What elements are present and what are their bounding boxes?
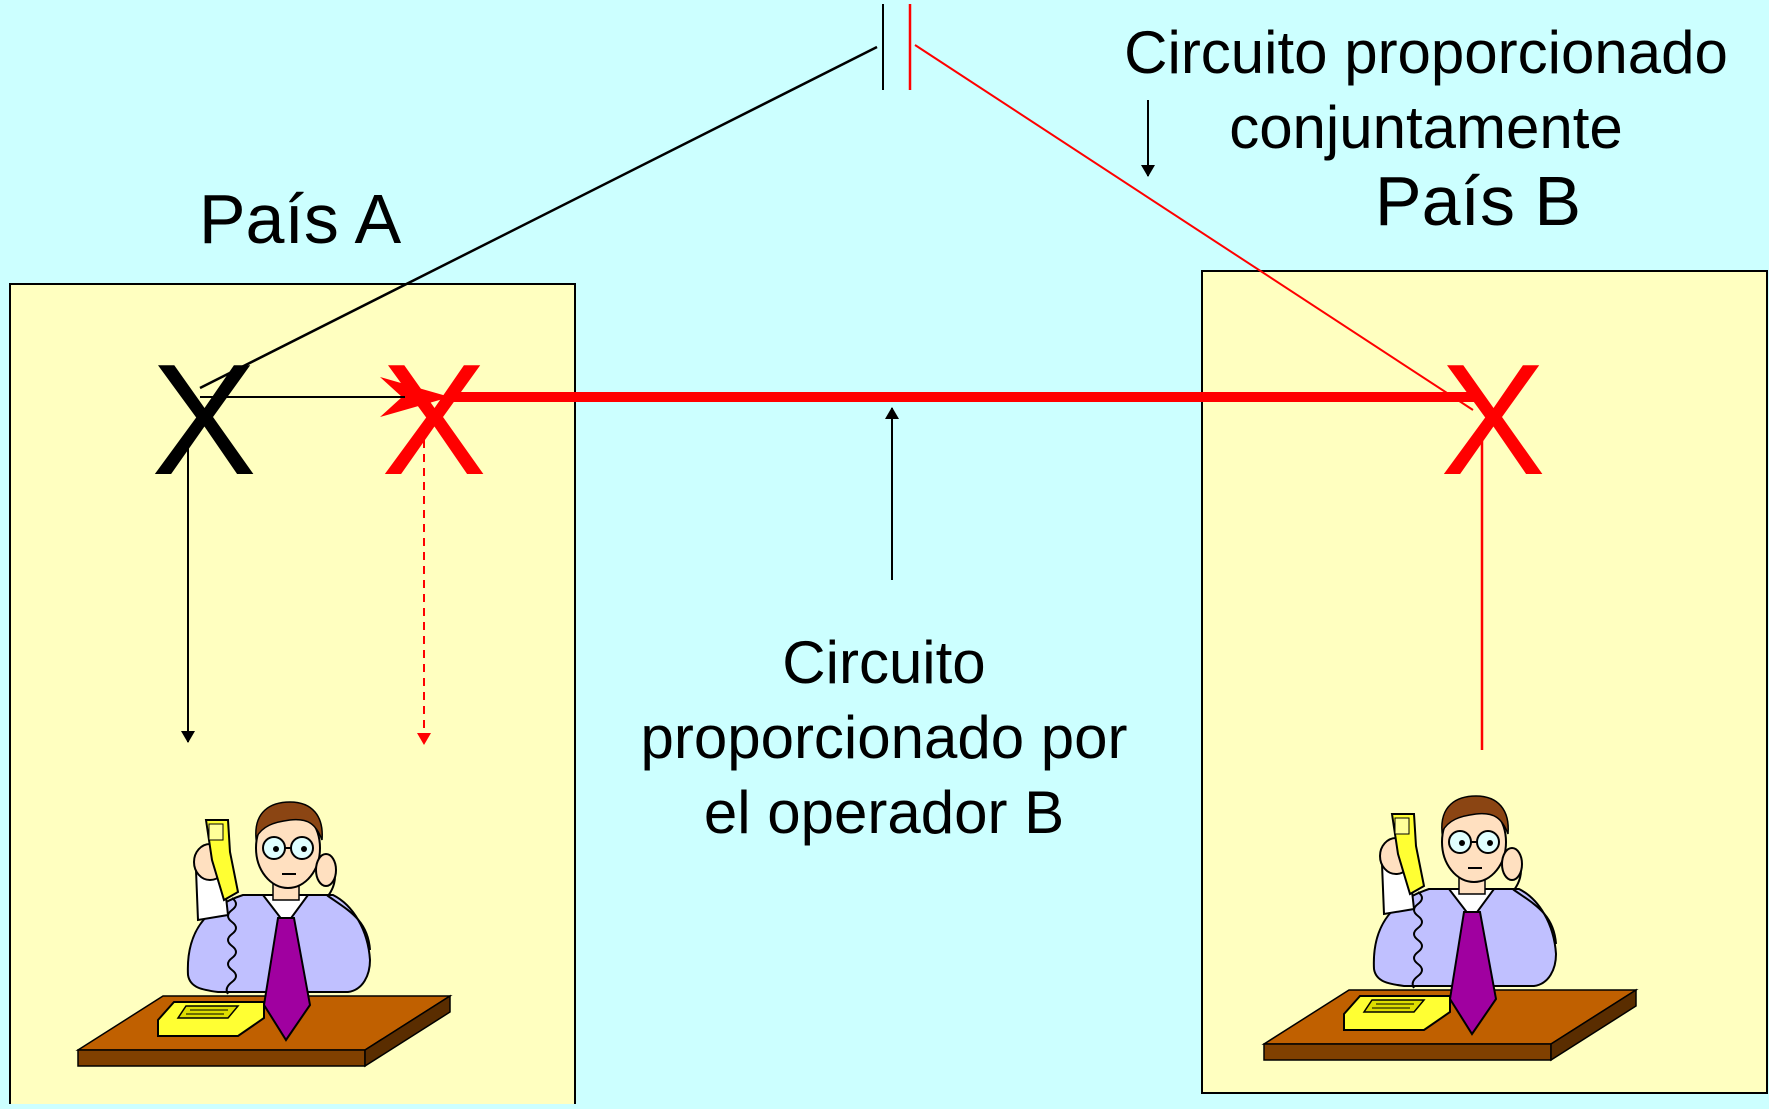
operator-circuit-label-3: el operador B <box>704 779 1064 846</box>
operator-circuit-label-2: proporcionado por <box>640 704 1127 771</box>
operator-circuit-label-1: Circuito <box>782 629 985 696</box>
switch-black-a: X <box>151 332 256 508</box>
switch-red-a: X <box>381 332 486 508</box>
joint-circuit-line-b <box>914 44 1474 411</box>
joint-circuit-line-a <box>199 45 878 390</box>
joint-circuit-label-2: conjuntamente <box>1229 94 1623 161</box>
joint-circuit-label-1: Circuito proporcionado <box>1124 19 1728 86</box>
country-a-label: País A <box>199 180 402 258</box>
country-b-label: País B <box>1375 162 1581 240</box>
switch-red-b: X <box>1440 332 1545 508</box>
